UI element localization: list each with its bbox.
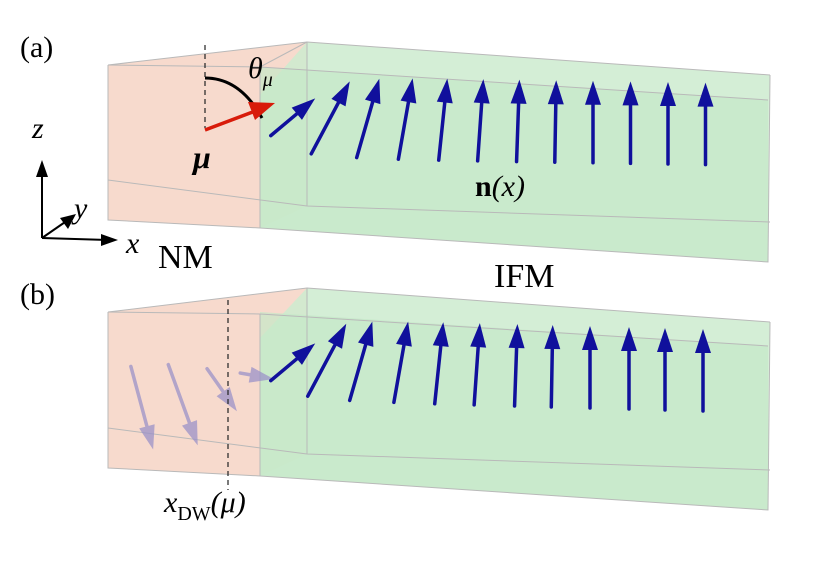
spin-arrow-b-4	[269, 343, 316, 383]
spin-arrow-a-1	[309, 81, 350, 156]
spin-arrow-b-13	[621, 327, 637, 411]
x-dw-label: xDW(μ)	[163, 486, 246, 525]
coordinate-axes	[36, 160, 118, 246]
spin-arrow-b-7	[392, 321, 412, 405]
spin-arrow-b-9	[470, 323, 487, 407]
spin-arrow-b-5	[306, 323, 347, 398]
spin-arrow-a-8	[585, 80, 601, 165]
spin-arrow-b-3	[238, 366, 274, 383]
panel-b-box	[107, 287, 771, 511]
spin-arrow-a-6	[510, 79, 527, 164]
z-axis-label: z	[31, 112, 44, 145]
panel-a-box	[107, 41, 771, 263]
spin-arrow-a-7	[547, 80, 564, 164]
spin-arrow-a-9	[622, 81, 639, 166]
spin-arrow-a-10	[660, 82, 676, 166]
spin-arrow-b-12	[582, 326, 598, 410]
panel-b-label: (b)	[20, 278, 55, 311]
ifm-region-label: IFM	[494, 258, 554, 295]
mu-label: μ	[191, 139, 211, 175]
spin-arrow-a-11	[697, 82, 714, 167]
panel-a-ifm-front-face	[260, 67, 768, 262]
spin-arrow-b-2	[205, 366, 237, 412]
spin-arrow-a-5	[473, 79, 490, 163]
spin-arrow-b-10	[508, 324, 525, 408]
panel-b-spin-arrows	[129, 321, 711, 450]
spin-arrow-b-14	[657, 328, 673, 412]
panel-a-nm-region	[108, 42, 307, 228]
panel-b-nm-region	[108, 288, 307, 476]
n-of-x-label: n(x)	[475, 170, 525, 203]
panel-b-ifm-front-face	[260, 312, 768, 510]
spin-arrow-b-8	[432, 322, 449, 406]
theta-mu-label: θμ	[248, 52, 273, 91]
spin-arrow-a-4	[436, 78, 453, 162]
y-axis-label: y	[71, 192, 88, 225]
spin-arrow-a-3	[396, 78, 417, 161]
x-axis-label: x	[125, 227, 140, 260]
spin-arrow-b-0	[129, 364, 155, 450]
spin-arrow-b-6	[347, 321, 374, 403]
spin-arrow-b-1	[166, 362, 198, 446]
spin-arrow-a-0	[269, 98, 316, 138]
panel-a-label: (a)	[20, 31, 53, 64]
spin-arrow-b-15	[695, 329, 711, 413]
spin-arrow-a-2	[354, 78, 381, 160]
nm-region-label: NM	[158, 239, 213, 276]
panel-a-spin-arrows	[269, 78, 714, 167]
mu-arrow	[204, 102, 275, 132]
spin-arrow-b-11	[544, 325, 561, 409]
